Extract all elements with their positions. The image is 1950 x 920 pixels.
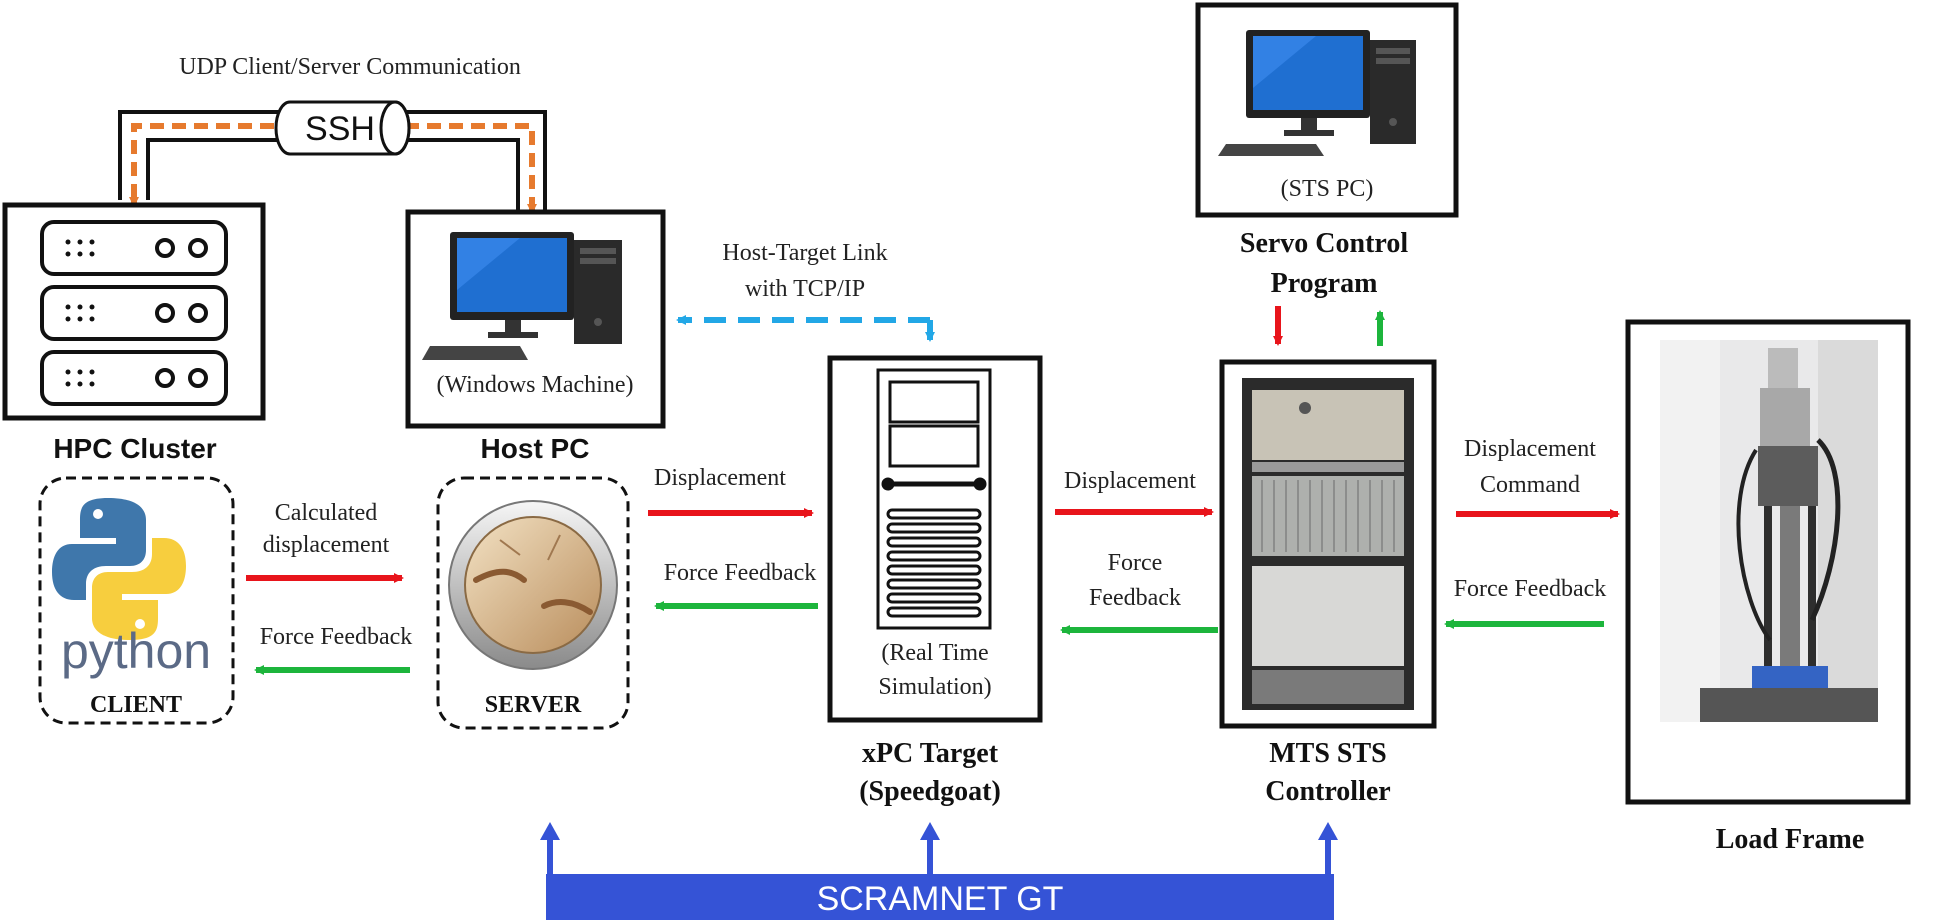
mts-title-1: MTS STS bbox=[1269, 738, 1387, 769]
host-target-link: Host-Target Link with TCP/IP bbox=[676, 240, 935, 342]
client-server-links: Calculated displacement Force Feedback bbox=[246, 500, 413, 675]
xpc-caption-2: Simulation) bbox=[878, 674, 991, 700]
htl-label-2: with TCP/IP bbox=[745, 276, 865, 302]
force-label-xpc: Force bbox=[1108, 550, 1163, 576]
udp-label: UDP Client/Server Communication bbox=[179, 54, 521, 80]
host-pc: (Windows Machine) Host PC SERVER bbox=[405, 209, 666, 730]
xpc-title-1: xPC Target bbox=[862, 738, 999, 769]
ff-label-host: Force Feedback bbox=[664, 560, 817, 586]
target-tower-icon bbox=[876, 368, 992, 630]
udp-dashed-path bbox=[131, 123, 535, 208]
disp-label-host: Displacement bbox=[654, 465, 786, 491]
host-xpc-links: Displacement Force Feedback bbox=[648, 465, 818, 611]
sts-pc: (STS PC) Servo Control Program bbox=[1195, 2, 1459, 346]
sts-title-2: Program bbox=[1271, 268, 1378, 299]
ssh-tunnel-icon: SSH bbox=[274, 100, 411, 156]
xpc-caption-1: (Real Time bbox=[881, 640, 988, 666]
htl-label-1: Host-Target Link bbox=[722, 240, 887, 266]
python-wordmark: python bbox=[61, 623, 211, 679]
udp-link: UDP Client/Server Communication SSH bbox=[118, 54, 547, 214]
server-rack-icon bbox=[40, 220, 228, 406]
host-title: Host PC bbox=[481, 433, 590, 464]
scramnet-label: SCRAMNET GT bbox=[817, 880, 1064, 918]
sts-computer-icon bbox=[1218, 30, 1416, 156]
sts-pc-caption: (STS PC) bbox=[1281, 176, 1374, 202]
calc-disp-label-1: Calculated bbox=[275, 500, 378, 526]
rack-dots bbox=[65, 239, 95, 387]
ssh-label: SSH bbox=[305, 110, 375, 148]
xpc-title-2: (Speedgoat) bbox=[859, 776, 1001, 807]
host-machine-label: (Windows Machine) bbox=[437, 372, 634, 398]
feedback-label-xpc: Feedback bbox=[1089, 585, 1181, 611]
scramnet-bus: SCRAMNET GT bbox=[540, 822, 1338, 920]
load-frame: Load Frame bbox=[1625, 319, 1911, 855]
load-frame-photo bbox=[1660, 340, 1878, 722]
controller-cabinet-icon bbox=[1242, 378, 1414, 710]
xpc-target: (Real Time Simulation) xPC Target (Speed… bbox=[827, 355, 1043, 807]
server-label: SERVER bbox=[485, 692, 582, 718]
load-frame-title: Load Frame bbox=[1716, 824, 1865, 855]
xpc-mts-links: Displacement Force Feedback bbox=[1055, 468, 1218, 635]
mts-load-links: Displacement Command Force Feedback bbox=[1444, 436, 1620, 629]
hpc-cluster: HPC Cluster python CLIENT bbox=[2, 202, 266, 725]
calc-disp-label-2: displacement bbox=[263, 532, 390, 558]
hpc-box bbox=[2, 202, 266, 421]
sts-title-1: Servo Control bbox=[1240, 228, 1408, 259]
disp-label-xpc: Displacement bbox=[1064, 468, 1196, 494]
desktop-computer-icon bbox=[422, 232, 622, 360]
client-label: CLIENT bbox=[90, 692, 182, 718]
ff-label-load: Force Feedback bbox=[1454, 576, 1607, 602]
disp-cmd-label-1: Displacement bbox=[1464, 436, 1596, 462]
mts-controller: MTS STS Controller bbox=[1219, 359, 1437, 807]
disp-cmd-label-2: Command bbox=[1480, 472, 1580, 498]
scramnet-bar bbox=[546, 874, 1334, 920]
ff-label-client: Force Feedback bbox=[260, 624, 413, 650]
hpc-title: HPC Cluster bbox=[53, 433, 216, 464]
mts-title-2: Controller bbox=[1265, 776, 1390, 807]
python-logo-icon bbox=[52, 498, 186, 640]
server-app-orb-icon bbox=[448, 500, 618, 670]
